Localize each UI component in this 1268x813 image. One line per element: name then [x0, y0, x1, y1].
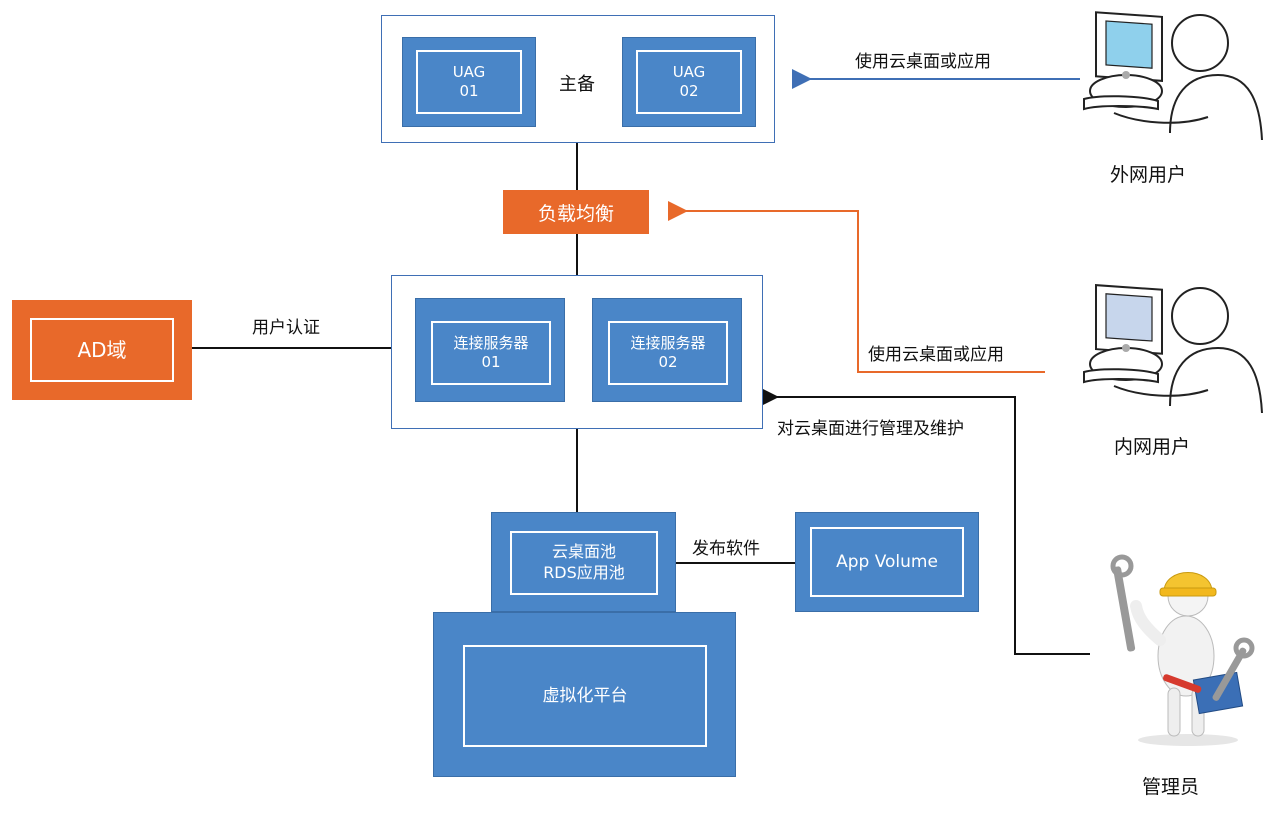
- internal-user-icon: [1083, 284, 1263, 414]
- app-volume-box: App Volume: [795, 512, 979, 612]
- admin-worker-icon: [1110, 554, 1255, 746]
- virtualization-platform-box: 虚拟化平台: [433, 612, 736, 777]
- app-volume-inner: App Volume: [810, 527, 964, 597]
- uag-02-title: UAG: [672, 62, 706, 81]
- external-user-label: 外网用户: [1110, 164, 1187, 186]
- uag-01-inner: UAG 01: [416, 50, 522, 114]
- desktop-pool-line1: 云桌面池: [551, 542, 616, 562]
- admin-label: 管理员: [1142, 776, 1200, 798]
- connection-server-02-box: 连接服务器 02: [592, 298, 742, 402]
- uag-01-number: 01: [459, 82, 479, 100]
- admin-edge-label: 对云桌面进行管理及维护: [777, 419, 964, 439]
- uag-02-number: 02: [679, 82, 699, 100]
- external-user-edge-label: 使用云桌面或应用: [855, 52, 991, 72]
- external-user-icon: [1083, 11, 1263, 141]
- uag-01-title: UAG: [452, 62, 486, 81]
- load-balancer-box: 负载均衡: [503, 190, 649, 234]
- connection-server-01-box: 连接服务器 01: [415, 298, 565, 402]
- connection-server-01-number: 01: [481, 353, 501, 371]
- internal-user-label: 内网用户: [1114, 436, 1191, 458]
- uag-mode-label: 主备: [559, 74, 595, 95]
- connection-server-01-inner: 连接服务器 01: [431, 321, 551, 385]
- ad-domain-box: AD域: [12, 300, 192, 400]
- connection-server-02-title: 连接服务器: [630, 333, 706, 352]
- virtualization-platform-inner: 虚拟化平台: [463, 645, 707, 747]
- publish-software-label: 发布软件: [692, 539, 760, 559]
- connection-server-01-title: 连接服务器: [453, 333, 529, 352]
- uag-02-box: UAG 02: [622, 37, 756, 127]
- user-auth-label: 用户认证: [252, 318, 320, 338]
- desktop-pool-inner: 云桌面池 RDS应用池: [510, 531, 658, 595]
- desktop-pool-box: 云桌面池 RDS应用池: [491, 512, 676, 612]
- connection-server-02-number: 02: [658, 353, 678, 371]
- virtualization-platform-label: 虚拟化平台: [542, 685, 628, 706]
- app-volume-label: App Volume: [836, 551, 938, 572]
- desktop-pool-line2: RDS应用池: [543, 563, 625, 582]
- uag-02-inner: UAG 02: [636, 50, 742, 114]
- ad-domain-label: AD域: [77, 338, 127, 362]
- arrow-internal-user: [668, 201, 1045, 373]
- connection-server-02-inner: 连接服务器 02: [608, 321, 728, 385]
- uag-01-box: UAG 01: [402, 37, 536, 127]
- ad-domain-inner: AD域: [30, 318, 174, 382]
- arrow-admin: [759, 387, 1090, 655]
- internal-user-edge-label: 使用云桌面或应用: [868, 345, 1004, 365]
